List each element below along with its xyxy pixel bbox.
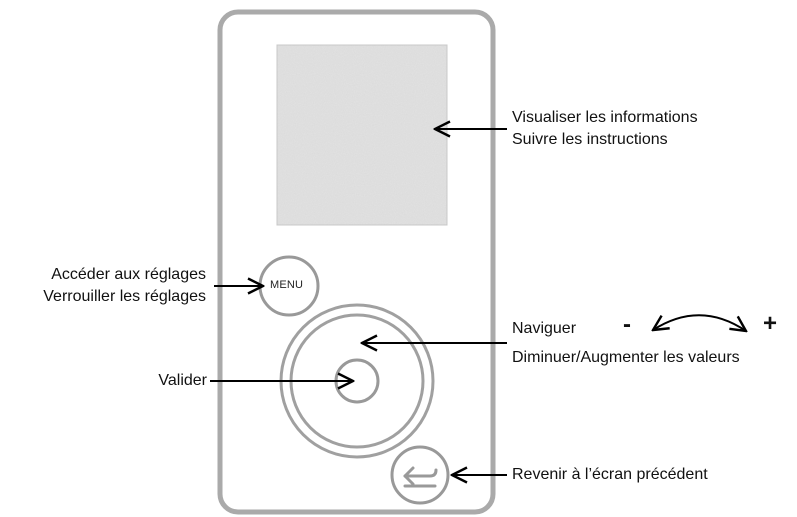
minus-sign: - (623, 311, 631, 338)
screen-label-line-2: Suivre les instructions (512, 131, 668, 148)
back-button[interactable] (390, 445, 450, 505)
back-label: Revenir à l’écran précédent (512, 466, 708, 483)
plus-sign: + (763, 310, 778, 337)
menu-label-line-2: Verrouiller les réglages (43, 288, 206, 305)
screen-label: Visualiser les informations Suivre les i… (512, 107, 698, 151)
menu-label: Accéder aux réglages Verrouiller les rég… (43, 264, 206, 308)
center-label: Valider (158, 372, 207, 389)
double-curved-arrow-icon (653, 314, 746, 331)
menu-button-label: MENU (270, 279, 304, 291)
screen-label-line-1: Visualiser les informations (512, 109, 698, 126)
wheel-label-line-1: Naviguer (512, 320, 577, 337)
device-screen (276, 44, 448, 226)
menu-label-line-1: Accéder aux réglages (51, 266, 206, 283)
return-arrow-icon (403, 466, 438, 488)
wheel-label-line-2: Diminuer/Augmenter les valeurs (512, 349, 740, 366)
